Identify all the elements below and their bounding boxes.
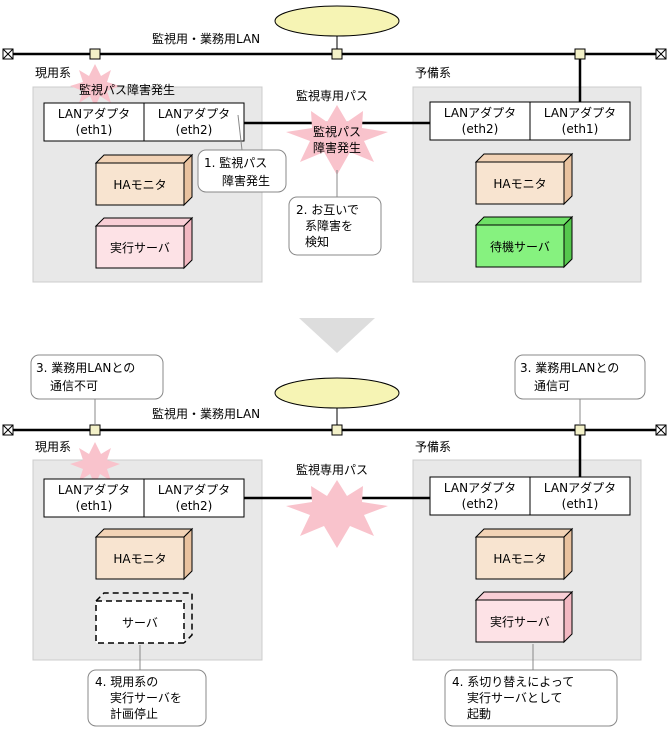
top-standby-label: 予備系 <box>415 65 451 80</box>
bottom-lan-label: 監視用・業務用LAN <box>152 406 260 421</box>
bottom-callout4-right-line2: 実行サーバとして <box>467 690 563 705</box>
bottom-callout3-left <box>30 354 164 400</box>
top-fault-tag: 監視パス障害発生 <box>79 82 175 97</box>
bottom-monitor-path-burst <box>286 480 388 548</box>
bottom-callout4-right-line1: 4. 系切り替えによって <box>452 675 574 689</box>
top-callout1 <box>197 149 287 193</box>
bottom-callout3-right-line1: 3. 業務用LANとの <box>520 361 619 375</box>
top-standby-adapter2-name: LANアダプタ <box>544 105 616 120</box>
top-callout1-line2: 障害発生 <box>222 173 270 188</box>
top-monitor-path-label: 監視専用パス <box>296 88 368 103</box>
bottom-primary-hamonitor: HAモニタ <box>94 527 194 581</box>
bottom-callout4-left-line3: 計画停止 <box>110 706 158 721</box>
svg-text:待機サーバ: 待機サーバ <box>490 239 550 254</box>
top-primary-adapter1-name: LANアダプタ <box>58 106 130 121</box>
bottom-primary-fault-burst <box>70 442 120 485</box>
top-primary-adapter2-name: LANアダプタ <box>158 106 230 121</box>
top-lan-node-primary <box>89 48 101 60</box>
bottom-primary-adapter2-if: (eth2) <box>176 499 213 513</box>
bottom-panel: 監視用・業務用LAN 現用系 予備系 3. 業務用LANとの 通信不可 3. 業… <box>2 354 667 727</box>
bottom-callout4-left <box>87 669 207 727</box>
bottom-callout4-left-line2: 実行サーバを <box>110 690 182 705</box>
top-lan-node-center <box>331 48 343 60</box>
top-primary-adapter2-if: (eth2) <box>176 123 213 137</box>
svg-text:HAモニタ: HAモニタ <box>493 552 546 566</box>
top-callout2-line2: 系障害を <box>305 218 353 233</box>
bottom-standby-adapter1-name: LANアダプタ <box>444 480 516 495</box>
top-primary-hamonitor: HAモニタ <box>94 153 194 207</box>
top-panel: 監視用・業務用LAN 現用系 予備系 監視パス障害発生 LANアダプタ (eth… <box>2 5 667 283</box>
bottom-primary-label: 現用系 <box>35 440 71 454</box>
transition-arrow <box>299 318 375 353</box>
bottom-callout4-right-line3: 起動 <box>467 707 491 721</box>
bottom-right-terminator <box>655 424 667 436</box>
svg-text:実行サーバ: 実行サーバ <box>110 240 170 255</box>
svg-text:実行サーバ: 実行サーバ <box>490 614 550 629</box>
bottom-callout3-right-line2: 通信可 <box>534 379 570 393</box>
top-primary-label: 現用系 <box>35 66 71 80</box>
bottom-standby-adapter2-name: LANアダプタ <box>544 480 616 495</box>
top-left-terminator <box>2 48 14 60</box>
bottom-lan-node-standby <box>574 424 586 436</box>
top-lan-label: 監視用・業務用LAN <box>152 31 260 46</box>
top-callout2-line3: 検知 <box>305 235 329 249</box>
bottom-standby-exec-server: 実行サーバ <box>474 590 574 644</box>
top-right-terminator <box>655 48 667 60</box>
bottom-primary-adapter2-name: LANアダプタ <box>158 482 230 497</box>
top-standby-adapter1-name: LANアダプタ <box>444 105 516 120</box>
bottom-standby-adapter1-if: (eth2) <box>462 497 499 511</box>
svg-text:サーバ: サーバ <box>122 616 158 630</box>
bottom-lan-ellipse <box>274 377 400 409</box>
bottom-callout3-right <box>514 354 646 400</box>
bottom-lan-node-center <box>331 424 343 436</box>
top-standby-adapter1-if: (eth2) <box>462 122 499 136</box>
top-callout1-leader <box>237 114 243 151</box>
top-callout2-line1: 2. お互いで <box>296 203 359 217</box>
top-callout1-line1: 1. 監視パス <box>204 155 267 170</box>
bottom-callout3-left-line2: 通信不可 <box>50 379 98 393</box>
bottom-lan-node-primary <box>89 424 101 436</box>
svg-text:HAモニタ: HAモニタ <box>113 178 166 192</box>
top-standby-hamonitor: HAモニタ <box>474 152 574 206</box>
top-monitor-path-burst <box>286 105 388 175</box>
top-burst-line2: 障害発生 <box>313 140 361 155</box>
bottom-primary-adapter1-if: (eth1) <box>76 499 113 513</box>
bottom-callout3-left-line1: 3. 業務用LANとの <box>36 361 135 375</box>
bottom-standby-adapter2-if: (eth1) <box>562 497 599 511</box>
svg-text:HAモニタ: HAモニタ <box>113 552 166 566</box>
bottom-callout4-right <box>444 669 618 727</box>
bottom-callout4-left-line1: 4. 現用系の <box>95 675 158 689</box>
top-lan-node-standby <box>574 48 586 60</box>
bottom-standby-hamonitor: HAモニタ <box>474 527 574 581</box>
top-primary-exec-server: 実行サーバ <box>94 216 194 270</box>
top-primary-fault-burst <box>70 64 120 107</box>
svg-text:HAモニタ: HAモニタ <box>493 177 546 191</box>
bottom-monitor-path-label: 監視専用パス <box>296 462 368 477</box>
top-standby-adapter2-if: (eth1) <box>562 122 599 136</box>
top-standby-wait-server: 待機サーバ <box>474 215 574 269</box>
bottom-standby-label: 予備系 <box>415 439 451 454</box>
bottom-left-terminator <box>2 424 14 436</box>
bottom-primary-adapter1-name: LANアダプタ <box>58 482 130 497</box>
top-primary-adapter1-if: (eth1) <box>76 123 113 137</box>
bottom-primary-stopped-server: サーバ <box>95 592 193 644</box>
top-burst-line1: 監視パス <box>313 124 361 139</box>
top-lan-ellipse <box>274 5 400 37</box>
top-callout2 <box>288 196 382 256</box>
